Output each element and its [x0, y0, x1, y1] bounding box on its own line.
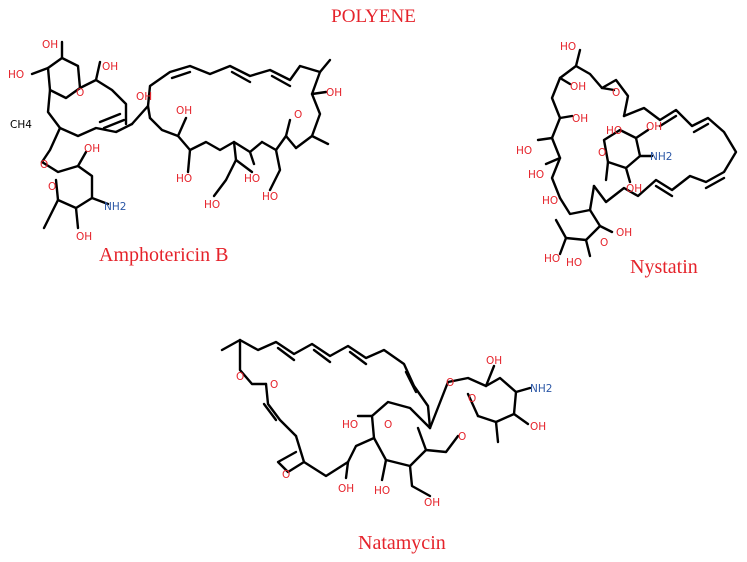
o-label: O — [40, 159, 48, 171]
oh-label: OH — [572, 113, 588, 125]
natamycin-structure: O O O HO O OH HO OH O O O OH NH2 OH — [220, 338, 552, 509]
oh-label: OH — [42, 39, 58, 51]
ho-label: HO — [342, 419, 358, 431]
o-label: O — [76, 87, 84, 99]
oh-label: OH — [176, 105, 192, 117]
oh-label: OH — [136, 91, 152, 103]
amphotericin-b-caption: Amphotericin B — [99, 244, 229, 266]
ho-label: HO — [244, 173, 260, 185]
o-label: O — [598, 147, 606, 159]
o-label: O — [294, 109, 302, 121]
oh-label: OH — [338, 483, 354, 495]
o-label: O — [48, 181, 56, 193]
ho-label: HO — [560, 41, 576, 53]
ho-label: HO — [566, 257, 582, 269]
ho-label: HO — [176, 173, 192, 185]
amphotericin-structure: HO OH OH OH O CH4 OH O OH HO HO HO HO O … — [8, 39, 342, 243]
nh2-label: NH2 — [104, 201, 126, 213]
ho-label: HO — [528, 169, 544, 181]
ho-label: HO — [8, 69, 24, 81]
oh-label: OH — [646, 121, 662, 133]
o-label: O — [384, 419, 392, 431]
nystatin-caption: Nystatin — [630, 256, 698, 278]
page-title: POLYENE — [331, 6, 416, 27]
ch4-label: CH4 — [10, 119, 32, 131]
o-label: O — [270, 379, 278, 391]
oh-label: OH — [326, 87, 342, 99]
oh-label: OH — [486, 355, 502, 367]
o-label: O — [468, 393, 476, 405]
o-label: O — [600, 237, 608, 249]
oh-label: OH — [102, 61, 118, 73]
oh-label: OH — [84, 143, 100, 155]
o-label: O — [612, 87, 620, 99]
ho-label: HO — [262, 191, 278, 203]
oh-label: OH — [570, 81, 586, 93]
ho-label: HO — [544, 253, 560, 265]
o-label: O — [446, 377, 454, 389]
ho-label: HO — [606, 125, 622, 137]
natamycin-caption: Natamycin — [358, 532, 446, 554]
oh-label: OH — [616, 227, 632, 239]
o-label: O — [236, 371, 244, 383]
oh-label: OH — [530, 421, 546, 433]
nh2-label: NH2 — [530, 383, 552, 395]
oh-label: OH — [424, 497, 440, 509]
o-label: O — [282, 469, 290, 481]
oh-label: OH — [76, 231, 92, 243]
ho-label: HO — [204, 199, 220, 211]
ho-label: HO — [542, 195, 558, 207]
nystatin-structure: HO O OH OH HO HO HO OH HO NH2 OH O OH HO… — [516, 41, 738, 269]
ho-label: HO — [374, 485, 390, 497]
o-label: O — [458, 431, 466, 443]
oh-label: OH — [626, 183, 642, 195]
nh2-label: NH2 — [650, 151, 672, 163]
ho-label: HO — [516, 145, 532, 157]
